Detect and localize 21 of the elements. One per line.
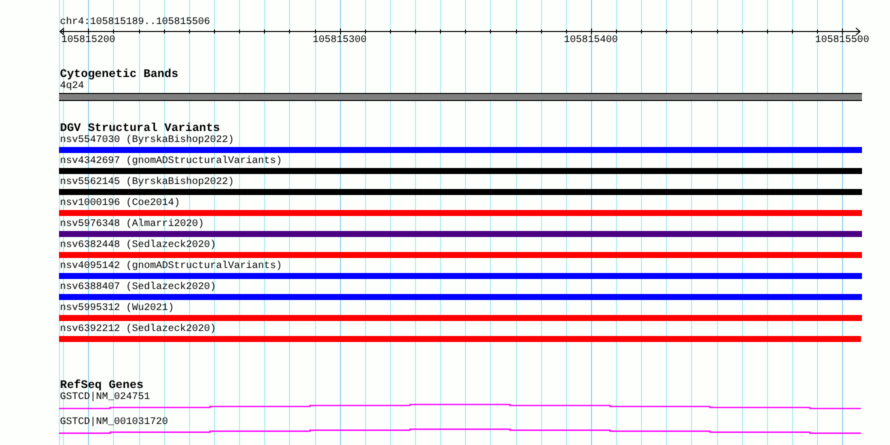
feature-label: nsv6388407 (Sedlazeck2020) xyxy=(60,282,216,294)
feature-label: GSTCD|NM_001031720 xyxy=(60,417,168,430)
feature-label: nsv5995312 (Wu2021) xyxy=(60,303,174,316)
track-title: RefSeq Genes xyxy=(60,379,144,392)
feature-label: nsv5976348 (Almarri2020) xyxy=(60,219,204,232)
feature-label: nsv5547030 (ByrskaBishop2022) xyxy=(60,135,234,148)
feature-label: 4q24 xyxy=(60,81,84,93)
feature-label: nsv6392212 (Sedlazeck2020) xyxy=(60,324,216,336)
feature-label: nsv5562145 (ByrskaBishop2022) xyxy=(60,177,234,190)
tick-label: 105815300 xyxy=(312,35,367,47)
tick-label: 105815500 xyxy=(815,35,870,47)
feature-label: nsv1000196 (Coe2014) xyxy=(60,198,180,210)
tick-label: 105815400 xyxy=(564,35,618,47)
tick-label: 105815200 xyxy=(61,35,116,47)
track-title: DGV Structural Variants xyxy=(60,122,220,134)
feature-label: nsv4095142 (gnomADStructuralVariants) xyxy=(60,261,282,274)
chromosome-location: chr4:105815189..105815506 xyxy=(60,17,210,29)
feature-label: nsv4342697 (gnomADStructuralVariants) xyxy=(60,156,282,168)
feature-label: GSTCD|NM_024751 xyxy=(60,392,150,404)
feature-label: nsv6382448 (Sedlazeck2020) xyxy=(60,240,216,252)
track-title: Cytogenetic Bands xyxy=(60,68,178,80)
